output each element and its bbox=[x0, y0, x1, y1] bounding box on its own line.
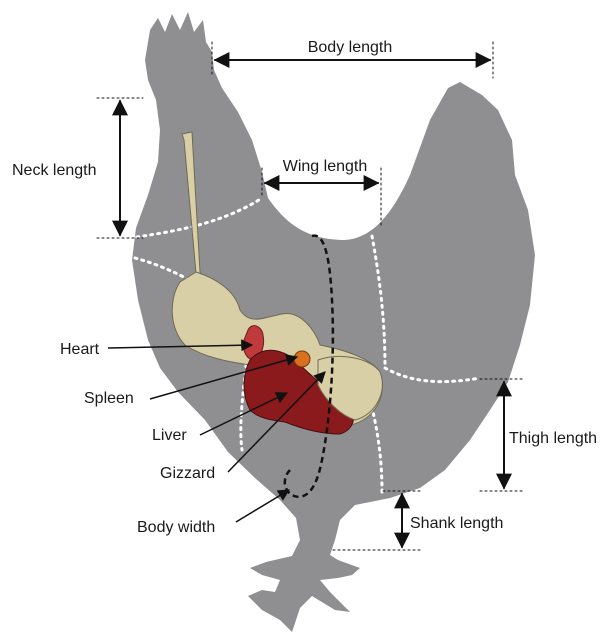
body-width-label: Body width bbox=[137, 519, 215, 536]
shank-length-label: Shank length bbox=[410, 515, 503, 532]
liver-label: Liver bbox=[152, 427, 187, 444]
neck-length-label: Neck length bbox=[12, 162, 97, 179]
body-width-leader bbox=[236, 490, 289, 522]
wing-length-label: Wing length bbox=[283, 158, 368, 175]
spleen-label: Spleen bbox=[84, 390, 134, 407]
thigh-length-label: Thigh length bbox=[509, 430, 597, 447]
heart-label: Heart bbox=[60, 341, 100, 358]
gizzard-label: Gizzard bbox=[160, 465, 215, 482]
body-length-label: Body length bbox=[308, 39, 393, 56]
spleen bbox=[294, 351, 310, 367]
